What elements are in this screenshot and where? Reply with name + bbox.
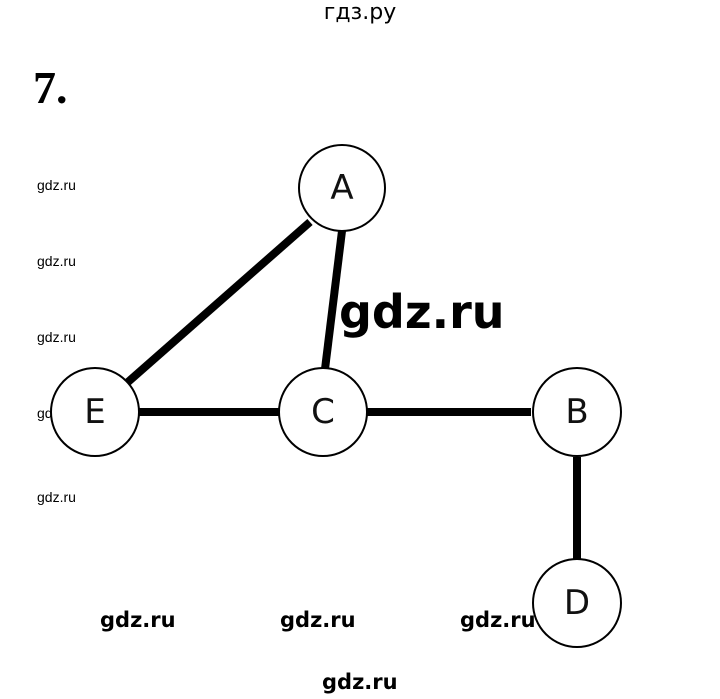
node-d-circle <box>532 558 622 648</box>
watermark-bottom-3: gdz.ru <box>460 608 536 632</box>
node-c-label: C <box>311 392 335 432</box>
node-a-circle <box>298 144 386 232</box>
node-b-circle <box>532 367 622 457</box>
node-e-circle <box>50 367 140 457</box>
watermark-bottom-1: gdz.ru <box>100 608 176 632</box>
node-a-label: A <box>330 168 353 208</box>
watermark-center: gdz.ru <box>339 285 505 339</box>
site-title: гдз.ру <box>323 0 397 25</box>
watermark-left-3: gdz.ru <box>37 329 76 345</box>
watermark-bottom-2: gdz.ru <box>280 608 356 632</box>
graph-edges <box>125 218 581 560</box>
edge-a-c <box>321 230 346 370</box>
node-c-circle <box>278 367 368 457</box>
watermark-left-2: gdz.ru <box>37 253 76 269</box>
edge-a-e <box>125 218 313 386</box>
node-d-label: D <box>564 583 590 623</box>
task-number: 7. <box>33 62 68 113</box>
node-a: A <box>298 144 386 232</box>
watermark-left-1: gdz.ru <box>37 177 76 193</box>
node-b: B <box>532 367 622 457</box>
node-b-label: B <box>565 392 588 432</box>
watermark-footer: gdz.ru <box>322 670 398 694</box>
graph-nodes: A E C B D <box>50 144 622 648</box>
node-e: E <box>50 367 140 457</box>
node-e-label: E <box>84 392 105 432</box>
node-d: D <box>532 558 622 648</box>
node-c: C <box>278 367 368 457</box>
watermark-left-5: gdz.ru <box>37 489 76 505</box>
